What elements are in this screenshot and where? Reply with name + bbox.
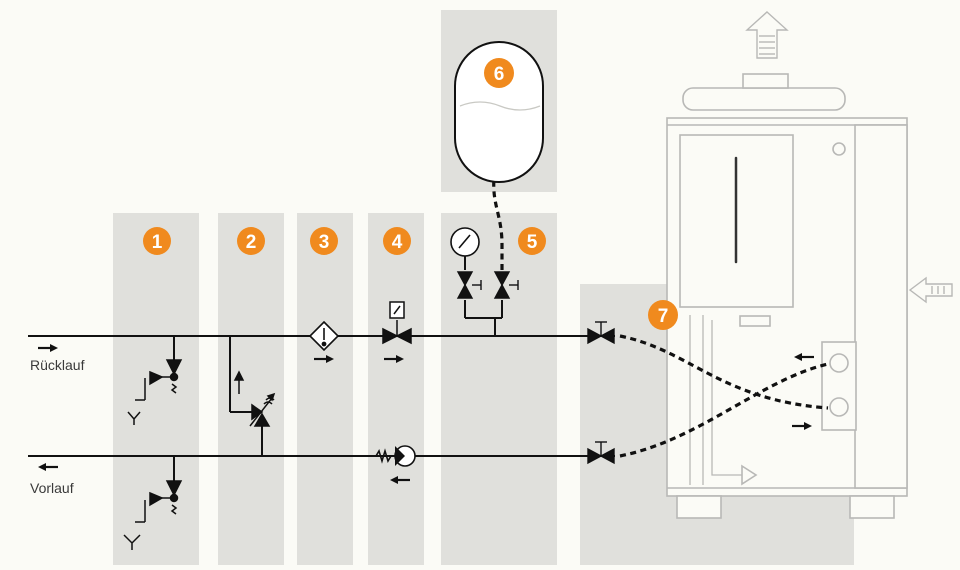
- exhaust-arrow-icon: [745, 11, 789, 59]
- boiler-side-panel: [854, 124, 908, 489]
- flow-arrow-icon: [38, 344, 814, 484]
- badge-1: 1: [143, 227, 171, 255]
- panel-4: [368, 213, 424, 565]
- check-valve-icon: [375, 445, 416, 467]
- boiler-foot-left: [676, 495, 722, 519]
- panel-3: [297, 213, 353, 565]
- panel-5: [441, 213, 557, 565]
- drain-valve-icon: [123, 480, 183, 550]
- badge-6: 6: [484, 58, 514, 88]
- svg-text:1: 1: [152, 232, 163, 253]
- svg-text:4: 4: [392, 232, 403, 253]
- boiler-drain-arrow-icon: [741, 464, 758, 486]
- svg-text:2: 2: [246, 232, 257, 253]
- panel-1: [113, 213, 199, 565]
- bypass-valve-icon: [233, 370, 276, 427]
- solenoid-valve-icon: [382, 301, 412, 345]
- shutoff-valve-icon: [456, 271, 519, 299]
- boiler-drain-fitting: [739, 315, 771, 327]
- boiler-foot-right: [849, 495, 895, 519]
- panel-2: [218, 213, 284, 565]
- air-intake-arrow-icon: [908, 276, 953, 304]
- svg-text:3: 3: [319, 232, 330, 253]
- return-label: Rücklauf: [30, 357, 85, 373]
- boiler-unit: [666, 73, 908, 519]
- dashed-connections: [492, 177, 829, 458]
- boiler-indicator: [832, 142, 846, 156]
- expansion-line: [492, 177, 504, 270]
- badge-4: 4: [383, 227, 411, 255]
- strainer-icon: [308, 320, 340, 352]
- svg-text:7: 7: [658, 306, 669, 327]
- badge-7: 7: [648, 300, 678, 330]
- boiler-drain-pipe: [711, 320, 742, 476]
- boiler-port-return: [829, 353, 849, 373]
- svg-text:5: 5: [527, 232, 538, 253]
- boiler-flue-collar: [742, 73, 789, 89]
- badge-3: 3: [310, 227, 338, 255]
- badge-5: 5: [518, 227, 546, 255]
- flow-hose: [619, 362, 829, 458]
- drain-valve-icon: [127, 359, 183, 425]
- badge-2: 2: [237, 227, 265, 255]
- shutoff-valve-icon: [587, 321, 615, 465]
- boiler-port-flow: [829, 397, 849, 417]
- expansion-tank-icon: [454, 41, 544, 183]
- boiler-top-cap: [682, 87, 846, 111]
- pressure-gauge-icon: [450, 227, 480, 257]
- svg-text:6: 6: [494, 64, 505, 85]
- flow-label: Vorlauf: [30, 480, 74, 496]
- return-hose: [619, 334, 829, 410]
